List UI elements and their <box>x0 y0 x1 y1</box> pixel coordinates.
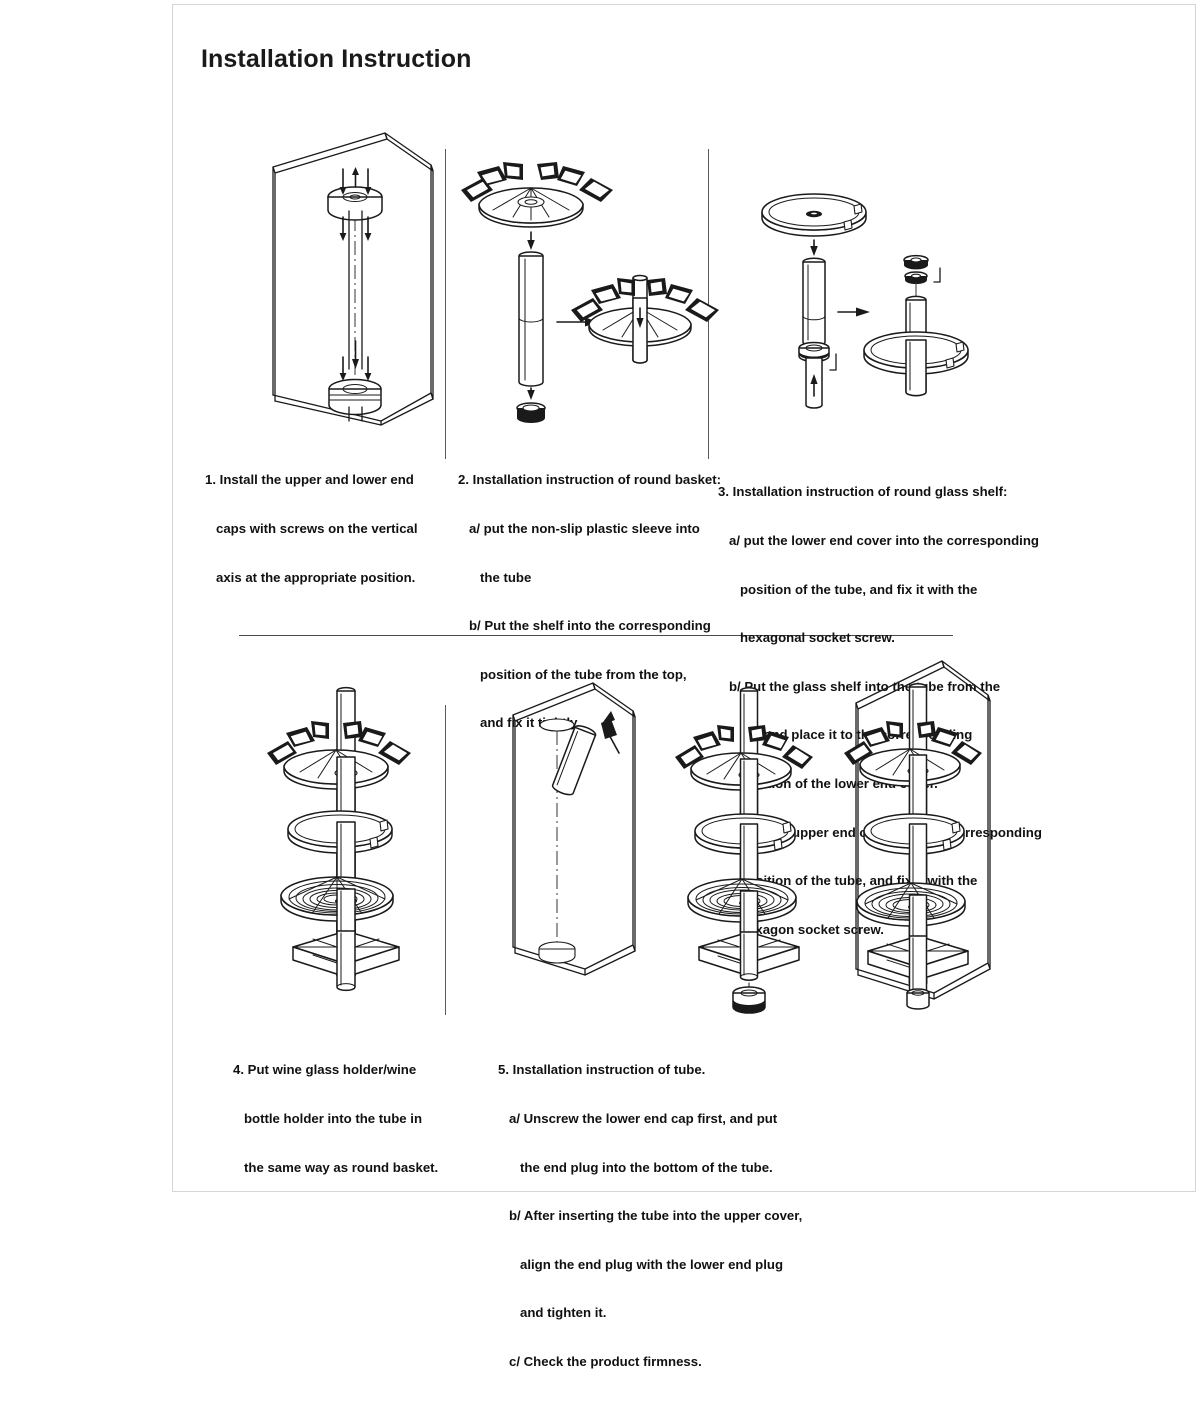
caption-line: the end plug into the bottom of the tube… <box>520 1159 773 1175</box>
caption-line: the tube <box>480 569 532 585</box>
caption-step-1: 1. Install the upper and lower end caps … <box>205 440 435 618</box>
page-title: Installation Instruction <box>201 45 472 73</box>
divider-vertical-top-1 <box>445 149 446 459</box>
caption-line: 4. Put wine glass holder/wine <box>233 1062 417 1078</box>
figure-tube-into-cabinet <box>501 673 651 993</box>
caption-line: and tighten it. <box>520 1305 607 1321</box>
caption-line: position of the tube from the top, <box>480 666 687 682</box>
figure-full-stack-with-end-plug <box>671 677 841 1017</box>
caption-line: align the end plug with the lower end pl… <box>520 1256 784 1272</box>
caption-line: c/ Check the product firmness. <box>509 1354 702 1370</box>
figure-round-basket-assembly <box>453 160 719 430</box>
caption-line: a/ put the non-slip plastic sleeve into <box>469 521 700 537</box>
figure-round-glass-shelf-assembly <box>758 190 998 430</box>
caption-step-2: 2. Installation instruction of round bas… <box>458 440 722 764</box>
caption-line: hexagon socket screw. <box>740 921 884 937</box>
caption-step-5: 5. Installation instruction of tube. a/ … <box>498 1030 818 1403</box>
caption-line: position of the tube, and fix it with th… <box>740 581 978 597</box>
caption-line: 1. Install the upper and lower end <box>205 472 414 488</box>
caption-line: bottle holder into the tube in <box>244 1111 423 1127</box>
caption-line: hexagonal socket screw. <box>740 630 895 646</box>
caption-line: b/ After inserting the tube into the upp… <box>509 1208 803 1224</box>
caption-line: axis at the appropriate position. <box>216 569 416 585</box>
figure-end-caps-on-vertical-axis <box>235 125 450 426</box>
caption-line: a/ Unscrew the lower end cap first, and … <box>509 1111 778 1127</box>
figure-wine-glass-and-bottle-holder-stack <box>251 677 441 997</box>
caption-line: 3. Installation instruction of round gla… <box>718 484 1008 500</box>
caption-line: 2. Installation instruction of round bas… <box>458 472 722 488</box>
caption-line: b/ Put the shelf into the corresponding <box>469 618 711 634</box>
caption-line: caps with screws on the vertical <box>216 521 418 537</box>
divider-vertical-bottom-1 <box>445 705 446 1015</box>
caption-line: 5. Installation instruction of tube. <box>498 1062 706 1078</box>
instruction-sheet-page: Installation Instruction <box>172 4 1196 1369</box>
divider-vertical-top-2 <box>708 149 709 459</box>
figure-installed-assembly-in-cabinet <box>838 653 1018 1013</box>
caption-step-4: 4. Put wine glass holder/wine bottle hol… <box>233 1030 463 1208</box>
divider-horizontal-middle <box>239 635 953 636</box>
caption-line: the same way as round basket. <box>244 1159 439 1175</box>
caption-line: a/ put the lower end cover into the corr… <box>729 533 1039 549</box>
